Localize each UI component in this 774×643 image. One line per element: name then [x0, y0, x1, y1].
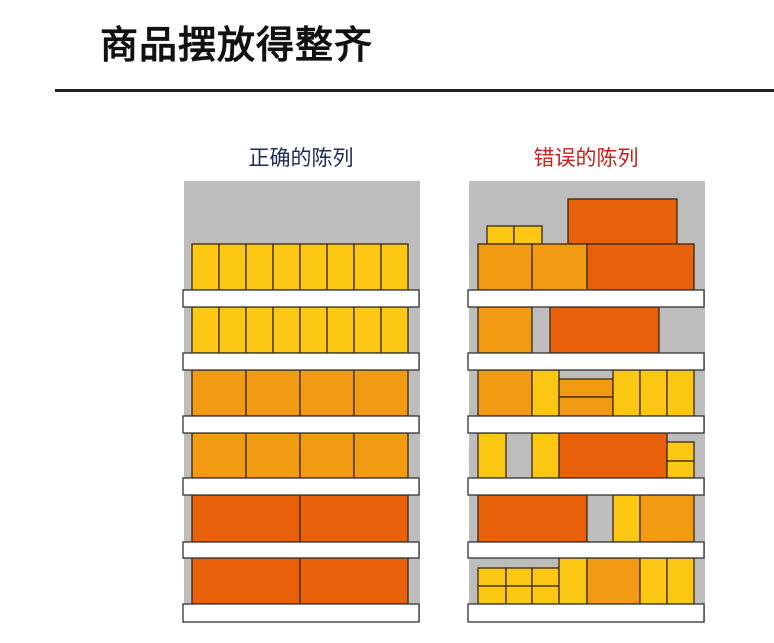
- correct-display-label: 正确的陈列: [248, 146, 354, 170]
- correct-shelf-board: [182, 352, 420, 371]
- correct-product-box: [380, 306, 409, 354]
- correct-product-box: [353, 243, 382, 291]
- correct-product-box: [299, 432, 355, 479]
- wrong-product-box: [558, 432, 668, 479]
- correct-product-box: [353, 306, 382, 354]
- wrong-shelf-board: [467, 289, 705, 308]
- wrong-product-box: [558, 378, 614, 398]
- correct-product-box: [353, 432, 409, 479]
- correct-product-box: [191, 369, 247, 417]
- correct-product-box: [245, 243, 274, 291]
- wrong-shelf-board: [467, 477, 705, 496]
- wrong-product-box: [531, 432, 560, 479]
- correct-product-box: [272, 243, 301, 291]
- wrong-product-box: [639, 494, 695, 543]
- wrong-product-box: [477, 243, 533, 291]
- wrong-product-box: [477, 585, 507, 605]
- correct-product-box: [299, 557, 409, 605]
- wrong-product-box: [505, 585, 533, 605]
- correct-product-box: [191, 432, 247, 479]
- wrong-product-box: [558, 396, 614, 417]
- correct-shelf-board: [182, 289, 420, 308]
- wrong-product-box: [549, 306, 660, 354]
- wrong-product-box: [567, 198, 678, 245]
- correct-product-box: [326, 306, 355, 354]
- wrong-display-label: 错误的陈列: [533, 146, 639, 170]
- wrong-product-box: [477, 432, 507, 479]
- wrong-product-box: [477, 369, 533, 417]
- title-divider: [55, 89, 774, 92]
- correct-product-box: [191, 557, 301, 605]
- wrong-product-box: [531, 567, 560, 587]
- wrong-product-box: [513, 225, 543, 245]
- correct-product-box: [353, 369, 409, 417]
- correct-product-box: [299, 494, 409, 543]
- correct-product-box: [299, 306, 328, 354]
- correct-product-box: [245, 306, 274, 354]
- correct-product-box: [380, 243, 409, 291]
- slide-title: 商品摆放得整齐: [100, 23, 374, 67]
- wrong-product-box: [586, 243, 695, 291]
- wrong-product-box: [477, 567, 507, 587]
- wrong-shelf-board: [467, 352, 705, 371]
- wrong-product-box: [666, 441, 695, 462]
- wrong-shelf-board: [467, 603, 705, 623]
- correct-shelf-board: [182, 415, 420, 434]
- wrong-product-box: [477, 306, 533, 354]
- wrong-product-box: [531, 585, 560, 605]
- correct-product-box: [191, 243, 220, 291]
- correct-product-box: [272, 306, 301, 354]
- wrong-shelf-board: [467, 415, 705, 434]
- wrong-product-box: [558, 557, 588, 605]
- correct-product-box: [245, 432, 301, 479]
- wrong-product-box: [531, 243, 588, 291]
- wrong-shelf-board: [467, 541, 705, 559]
- wrong-product-box: [639, 369, 668, 417]
- correct-product-box: [245, 369, 301, 417]
- wrong-product-box: [666, 460, 695, 479]
- correct-product-box: [299, 369, 355, 417]
- correct-product-box: [299, 243, 328, 291]
- wrong-product-box: [639, 557, 668, 605]
- correct-product-box: [191, 306, 220, 354]
- wrong-product-box: [486, 225, 515, 245]
- correct-product-box: [218, 243, 247, 291]
- correct-product-box: [326, 243, 355, 291]
- wrong-product-box: [666, 557, 695, 605]
- wrong-product-box: [612, 369, 641, 417]
- wrong-product-box: [666, 369, 695, 417]
- correct-shelf-board: [182, 477, 420, 496]
- correct-product-box: [218, 306, 247, 354]
- correct-product-box: [191, 494, 301, 543]
- wrong-product-box: [477, 494, 588, 543]
- wrong-product-box: [505, 567, 533, 587]
- correct-shelf-board: [182, 541, 420, 559]
- correct-shelf-board: [182, 603, 420, 623]
- wrong-product-box: [612, 494, 641, 543]
- wrong-product-box: [586, 557, 641, 605]
- wrong-product-box: [531, 369, 560, 417]
